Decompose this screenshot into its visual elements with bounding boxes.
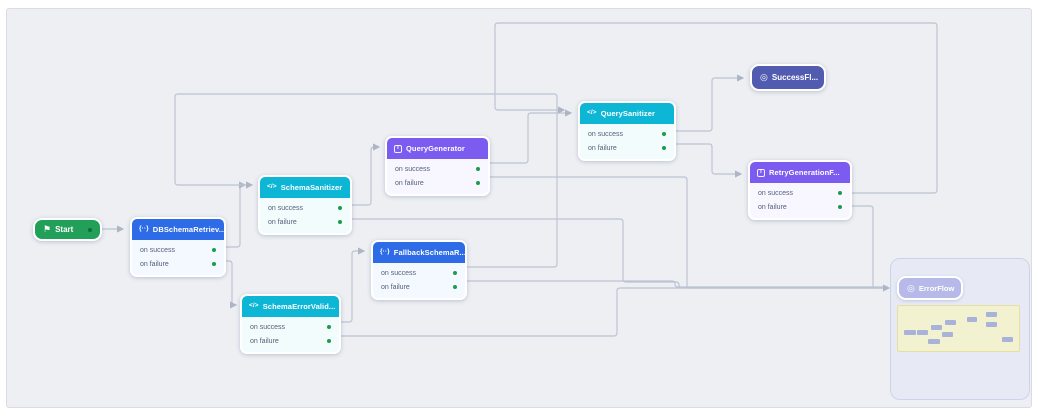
output-port[interactable] <box>212 262 216 266</box>
node-success-flow[interactable]: ◎ SuccessFl... <box>750 64 826 91</box>
output-port[interactable] <box>212 248 216 252</box>
node-query-generator[interactable]: T QueryGenerator on success on failure <box>385 136 490 196</box>
node-start[interactable]: ⚑ Start <box>33 218 102 241</box>
output-port[interactable] <box>662 146 666 150</box>
output-port[interactable] <box>338 206 342 210</box>
output-port[interactable] <box>327 325 331 329</box>
template-icon: T <box>394 144 402 153</box>
output-port[interactable] <box>476 181 480 185</box>
output-on-failure[interactable]: on failure <box>132 257 224 271</box>
output-on-success[interactable]: on success <box>260 201 350 215</box>
output-on-success[interactable]: on success <box>750 186 850 200</box>
node-title: FallbackSchemaR... <box>393 248 467 257</box>
minimap-node <box>928 339 940 344</box>
output-on-failure[interactable]: on failure <box>387 176 488 190</box>
output-label: on failure <box>758 203 787 211</box>
template-icon: T <box>757 168 765 177</box>
target-icon: ◎ <box>907 282 915 293</box>
flow-canvas[interactable] <box>6 8 1032 408</box>
output-on-success[interactable]: on success <box>580 127 674 141</box>
code-icon: </> <box>267 183 277 191</box>
braces-icon: {··} <box>139 225 149 233</box>
node-schema-sanitizer[interactable]: </> SchemaSanitizer on success on failur… <box>258 175 352 235</box>
minimap-node <box>945 320 956 325</box>
minimap-node <box>967 317 977 322</box>
node-title: SuccessFl... <box>771 73 819 82</box>
output-label: on failure <box>588 144 617 152</box>
node-title: SchemaSanitizer <box>280 183 343 192</box>
node-error-flow[interactable]: ◎ ErrorFlow <box>897 276 963 300</box>
minimap-node <box>931 325 942 330</box>
code-icon: </> <box>587 109 597 117</box>
output-label: on success <box>395 165 431 173</box>
output-on-success[interactable]: on success <box>373 266 465 280</box>
output-on-success[interactable]: on success <box>132 243 224 257</box>
minimap-node <box>986 312 997 317</box>
output-port[interactable] <box>838 205 842 209</box>
output-on-failure[interactable]: on failure <box>580 141 674 155</box>
output-label: on failure <box>381 283 410 291</box>
minimap-node <box>986 322 997 327</box>
node-retry-generation[interactable]: T RetryGenerationF... on success on fail… <box>748 160 852 220</box>
minimap-node <box>1002 337 1013 342</box>
node-title: SchemaErrorValid... <box>262 302 336 311</box>
node-title: ErrorFlow <box>918 283 955 293</box>
output-port[interactable] <box>476 167 480 171</box>
output-port[interactable] <box>88 227 92 232</box>
output-port[interactable] <box>327 339 331 343</box>
node-title: Start <box>55 225 74 234</box>
output-label: on success <box>250 323 286 331</box>
target-icon: ◎ <box>760 72 768 82</box>
code-icon: </> <box>249 302 259 310</box>
minimap-node <box>917 330 928 335</box>
output-on-failure[interactable]: on failure <box>373 280 465 294</box>
node-db-schema-retriever[interactable]: {··} DBSchemaRetriev... on success on fa… <box>130 217 226 277</box>
output-label: on failure <box>250 337 279 345</box>
output-label: on success <box>588 130 624 138</box>
output-on-failure[interactable]: on failure <box>260 215 350 229</box>
output-on-failure[interactable]: on failure <box>242 334 339 348</box>
node-schema-error-validator[interactable]: </> SchemaErrorValid... on success on fa… <box>240 294 341 354</box>
node-title: QuerySanitizer <box>600 109 656 118</box>
output-port[interactable] <box>453 271 457 275</box>
output-on-success[interactable]: on success <box>387 162 488 176</box>
minimap-node <box>904 330 916 335</box>
output-label: on failure <box>395 179 424 187</box>
output-label: on success <box>758 189 794 197</box>
output-port[interactable] <box>662 132 666 136</box>
output-on-failure[interactable]: on failure <box>750 200 850 214</box>
minimap-node <box>942 332 953 337</box>
output-port[interactable] <box>338 220 342 224</box>
node-title: DBSchemaRetriev... <box>152 225 226 234</box>
node-title: RetryGenerationF... <box>769 168 840 177</box>
output-label: on success <box>381 269 417 277</box>
braces-icon: {··} <box>380 248 390 256</box>
output-label: on failure <box>140 260 169 268</box>
node-fallback-schema[interactable]: {··} FallbackSchemaR... on success on fa… <box>371 240 467 300</box>
node-title: QueryGenerator <box>406 144 465 153</box>
output-on-success[interactable]: on success <box>242 320 339 334</box>
error-flow-minimap[interactable] <box>897 305 1020 352</box>
output-label: on failure <box>268 218 297 226</box>
output-port[interactable] <box>453 285 457 289</box>
node-query-sanitizer[interactable]: </> QuerySanitizer on success on failure <box>578 101 676 161</box>
output-label: on success <box>268 204 304 212</box>
output-port[interactable] <box>838 191 842 195</box>
flag-icon: ⚑ <box>43 224 52 234</box>
output-label: on success <box>140 246 176 254</box>
